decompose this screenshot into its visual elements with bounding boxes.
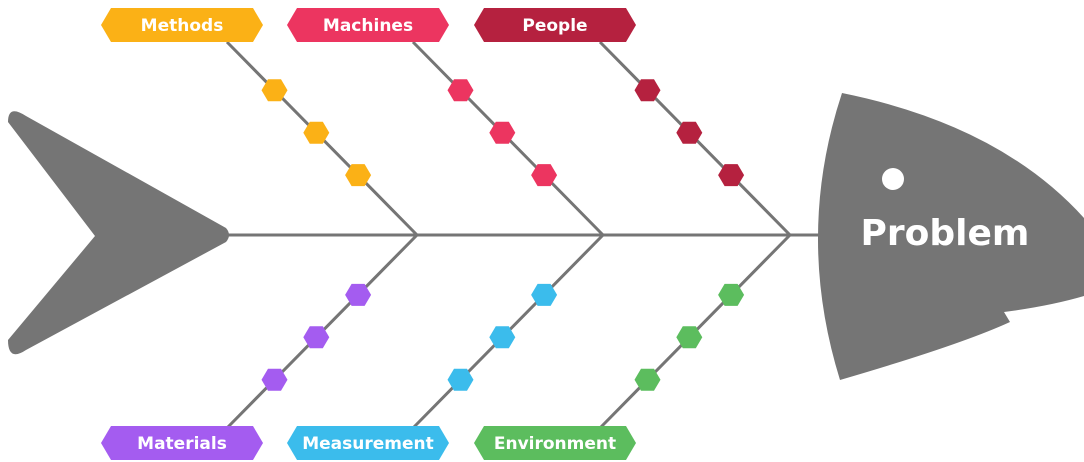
cause-marker-machines-2 [489, 121, 516, 144]
category-label: Materials [137, 434, 227, 454]
category-tag-machines: Machines [287, 8, 449, 42]
category-tag-shape [101, 426, 263, 460]
cause-marker-measurement-1 [447, 368, 474, 391]
category-tag-materials: Materials [101, 426, 263, 460]
category-label: Machines [323, 16, 413, 36]
category-label: Environment [494, 434, 616, 454]
fish-tail [8, 111, 229, 355]
cause-marker-measurement-2 [489, 326, 516, 349]
category-tag-environment: Environment [474, 426, 636, 460]
cause-marker-materials-1 [261, 368, 288, 391]
cause-marker-methods-1 [261, 79, 288, 102]
category-tag-shape [287, 8, 449, 42]
problem-label: Problem [861, 213, 1030, 254]
category-tag-shape [474, 8, 636, 42]
category-tag-shape [287, 426, 449, 460]
cause-marker-machines-1 [447, 79, 474, 102]
category-label: Measurement [302, 434, 434, 454]
cause-marker-measurement-3 [531, 283, 558, 306]
cause-marker-people-3 [718, 164, 745, 187]
category-tag-shape [474, 426, 636, 460]
category-tag-methods: Methods [101, 8, 263, 42]
category-tag-people: People [474, 8, 636, 42]
cause-marker-people-2 [676, 121, 703, 144]
cause-marker-environment-1 [634, 368, 661, 391]
cause-marker-environment-3 [718, 283, 745, 306]
cause-marker-machines-3 [531, 164, 558, 187]
category-tag-measurement: Measurement [287, 426, 449, 460]
cause-marker-methods-3 [345, 164, 372, 187]
bones-group [225, 40, 792, 430]
cause-marker-people-1 [634, 79, 661, 102]
cause-marker-materials-3 [345, 283, 372, 306]
cause-marker-materials-2 [303, 326, 330, 349]
fish-eye [882, 168, 904, 190]
fish-head [817, 93, 1084, 380]
cause-marker-methods-2 [303, 121, 330, 144]
category-tag-shape [101, 8, 263, 42]
category-label: Methods [141, 16, 224, 36]
category-label: People [522, 16, 587, 36]
cause-marker-environment-2 [676, 326, 703, 349]
